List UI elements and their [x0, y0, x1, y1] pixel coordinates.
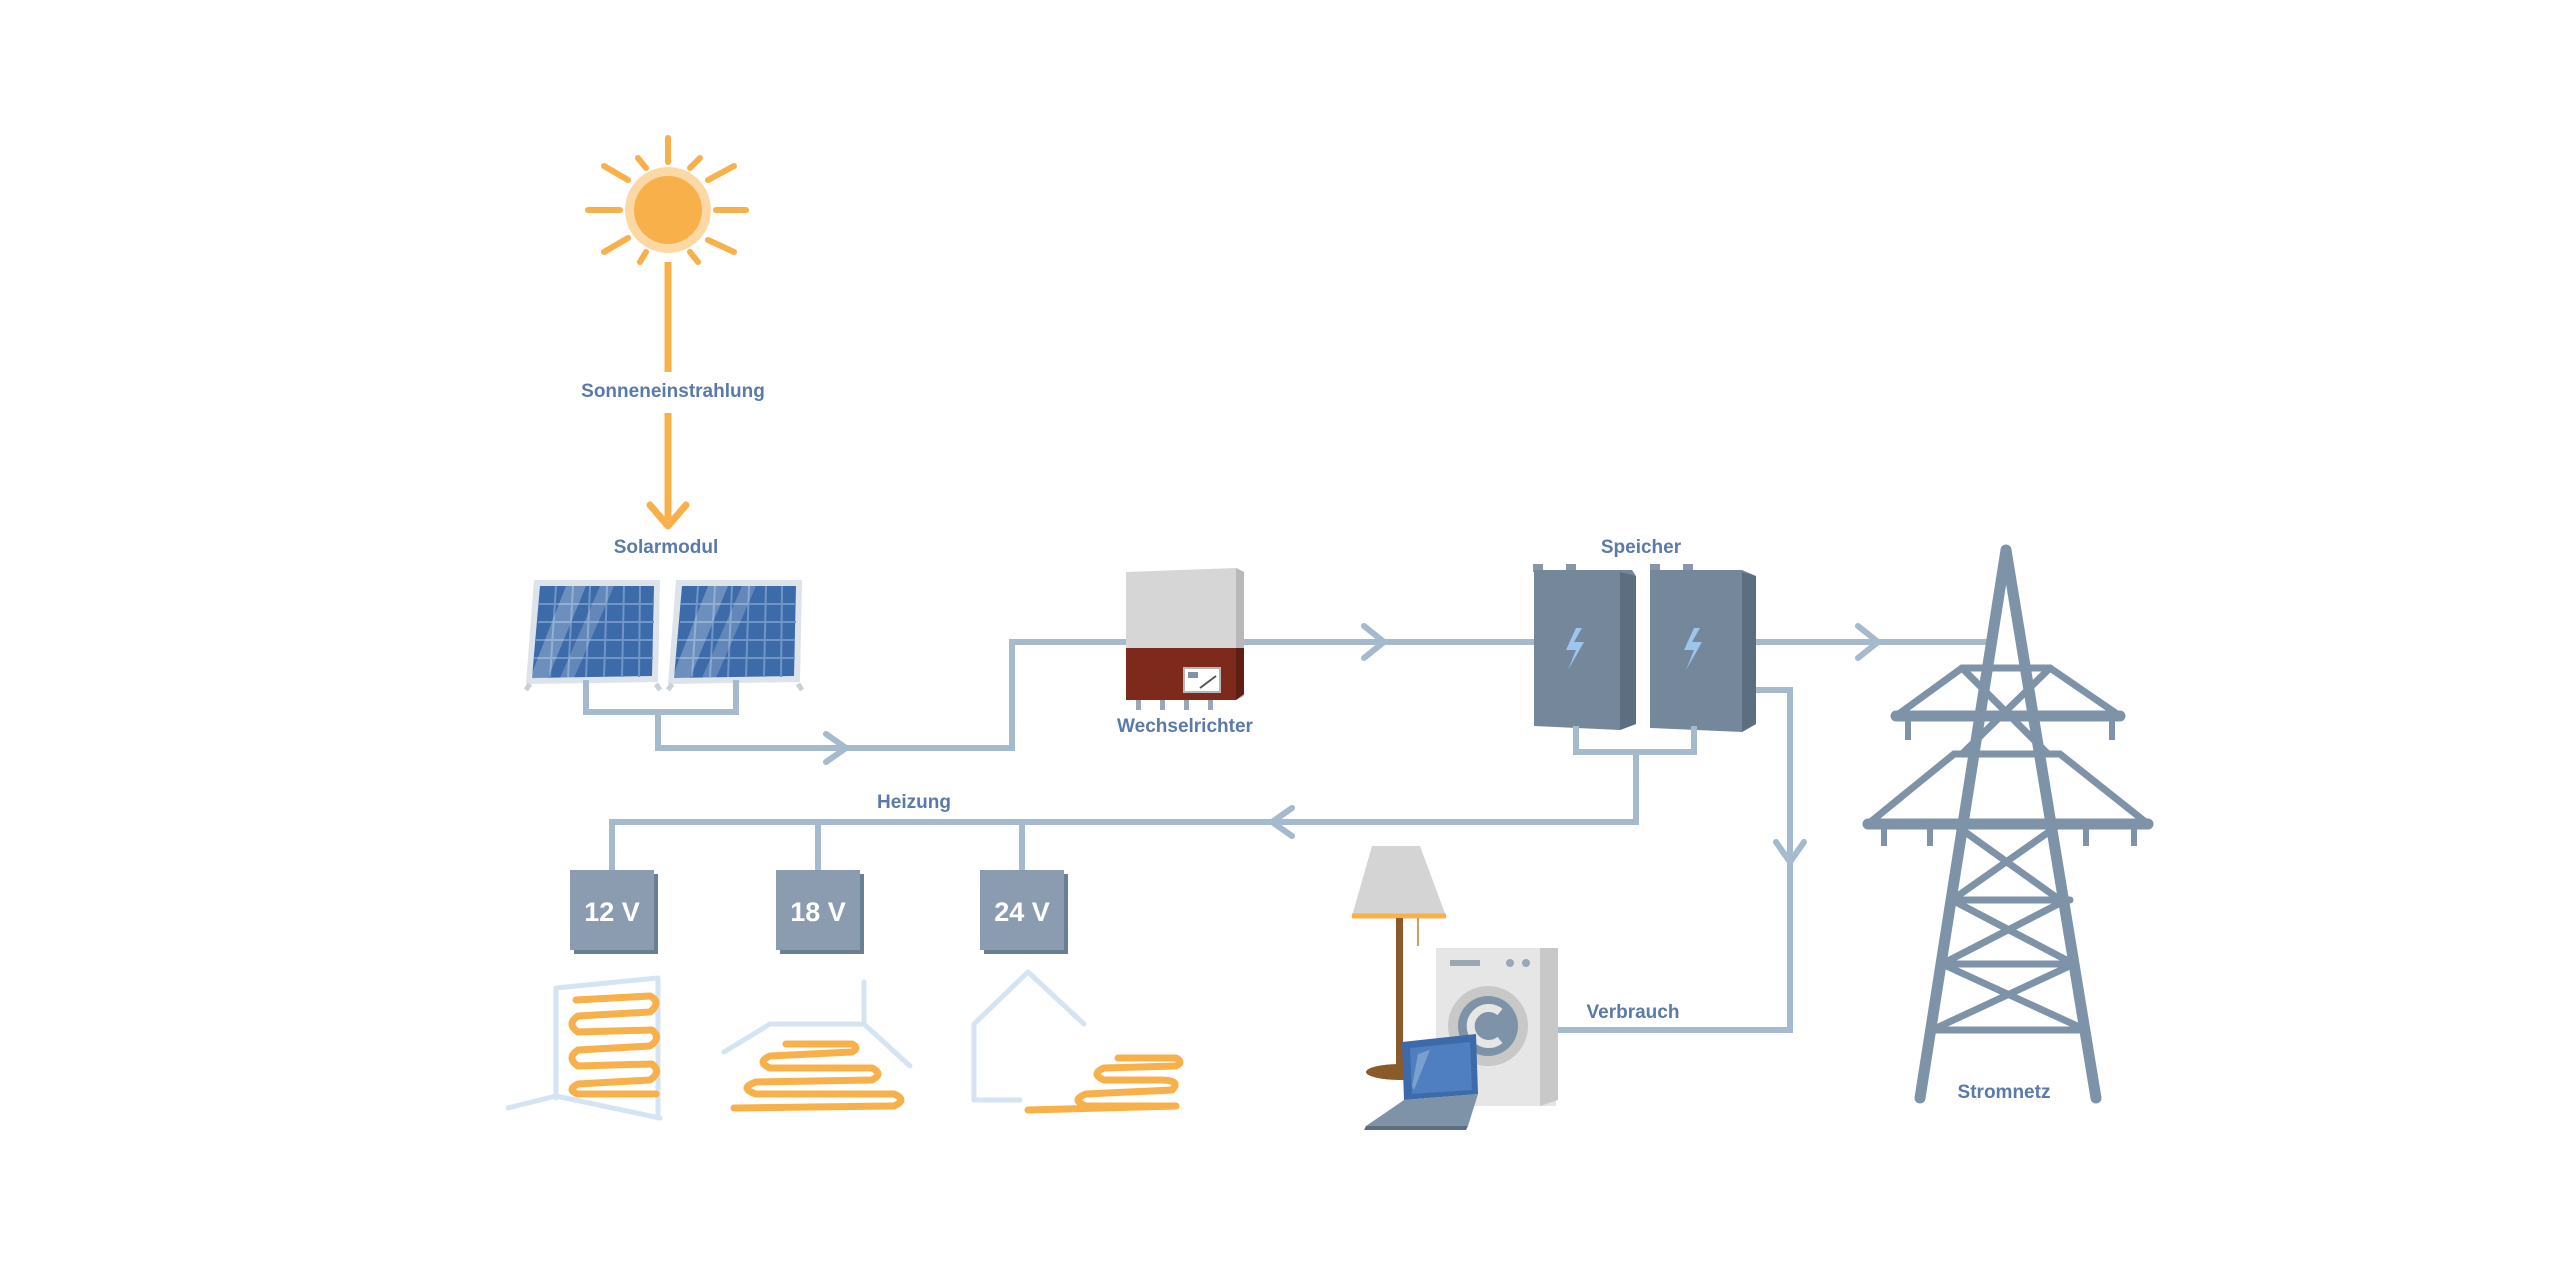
- storage-to-consumption-wire: [1556, 687, 1793, 1033]
- inverter-label: Wechselrichter: [1117, 716, 1253, 737]
- consumption-flow-arrow: [1773, 839, 1807, 865]
- house-heating-icon: [971, 969, 1184, 1114]
- heating-label: Heizung: [877, 792, 951, 813]
- solar-flow-arrow: [823, 731, 849, 765]
- solar-panel-icon: [523, 580, 805, 692]
- sun-label: Sonneneinstrahlung: [581, 381, 765, 402]
- storage-to-heating-wire: [1573, 726, 1697, 755]
- power-tower-icon: [1862, 544, 2154, 1104]
- heating-main-wire: [609, 752, 1639, 874]
- voltage-label-24: 24 V: [994, 897, 1050, 927]
- solar-to-inverter-wire-2: [655, 639, 1128, 751]
- laptop-icon: [1364, 1034, 1478, 1130]
- lamp-icon: [1352, 846, 1446, 1080]
- voltage-box-24: 24 V: [980, 870, 1068, 954]
- battery-icon: [1533, 564, 1756, 732]
- consumption-label: Verbrauch: [1587, 1002, 1680, 1023]
- heating-flow-arrow: [1269, 805, 1295, 839]
- sun-icon: [585, 135, 749, 265]
- voltage-label-18: 18 V: [790, 897, 846, 927]
- floor-heating-icon: [721, 979, 913, 1112]
- voltage-box-12: 12 V: [570, 870, 658, 954]
- inverter-flow-arrow: [1361, 623, 1387, 661]
- storage-label: Speicher: [1601, 537, 1682, 558]
- solar-label: Solarmodul: [614, 537, 719, 558]
- voltage-box-18: 18 V: [776, 870, 864, 954]
- wall-heating-icon: [505, 975, 663, 1121]
- sun-arrow-head: [646, 501, 690, 530]
- voltage-label-12: 12 V: [584, 897, 640, 927]
- grid-flow-arrow: [1855, 623, 1881, 661]
- grid-label: Stromnetz: [1958, 1082, 2051, 1103]
- solar-to-inverter-wire: [583, 680, 739, 715]
- inverter-icon: [1126, 568, 1244, 710]
